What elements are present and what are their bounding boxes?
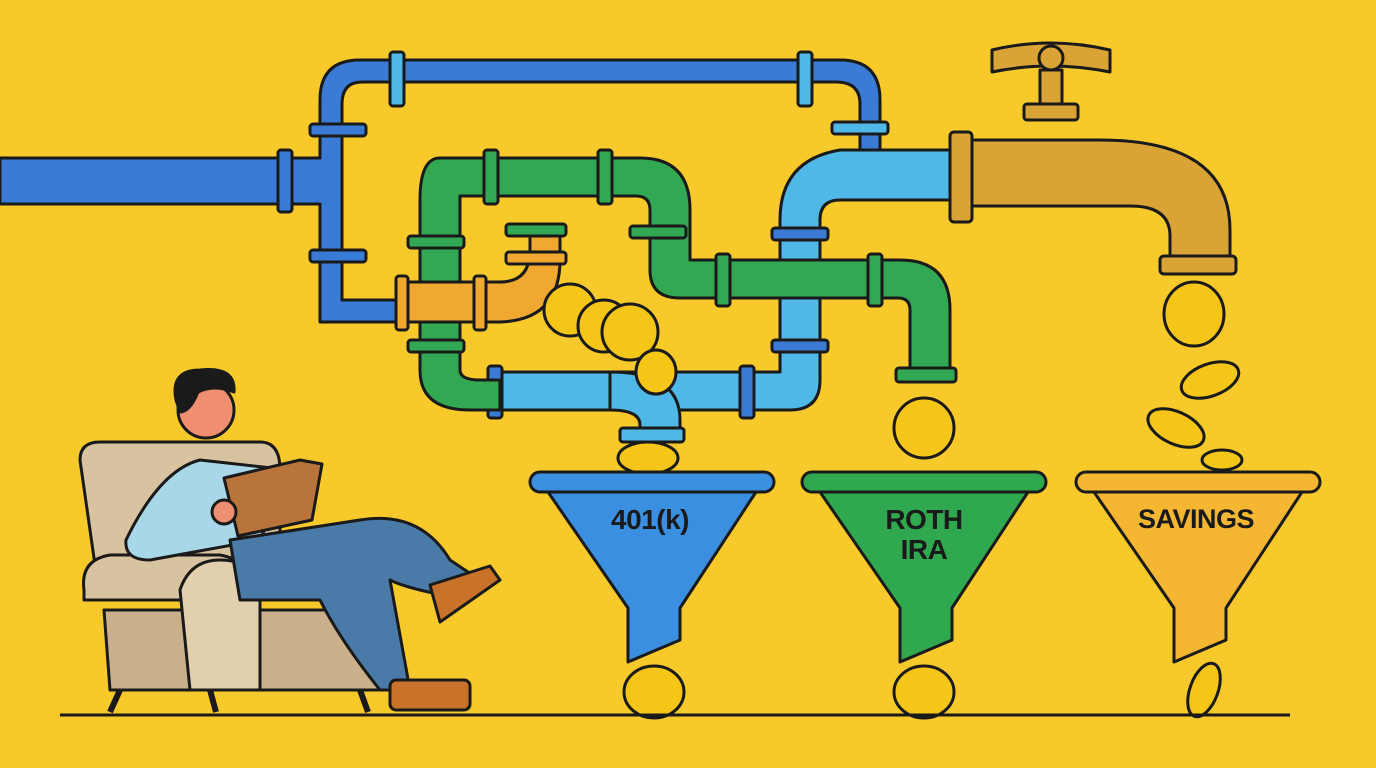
funnel-roth-rim <box>800 470 1048 494</box>
coins <box>542 280 1244 720</box>
funnel-401k <box>546 490 758 664</box>
funnel-savings <box>1092 490 1304 664</box>
funnel-savings-label: SAVINGS <box>1137 504 1255 534</box>
inlet-pipe <box>0 156 302 206</box>
funnel-roth-label-line1: ROTH <box>885 504 963 535</box>
funnel-401k-rim <box>528 470 776 494</box>
funnel-roth-label-line2: IRA <box>900 534 948 565</box>
funnel-401k-label: 401(k) <box>611 504 689 535</box>
funnel-roth <box>818 490 1030 664</box>
funnel-savings-rim <box>1074 470 1322 494</box>
person <box>124 367 502 712</box>
